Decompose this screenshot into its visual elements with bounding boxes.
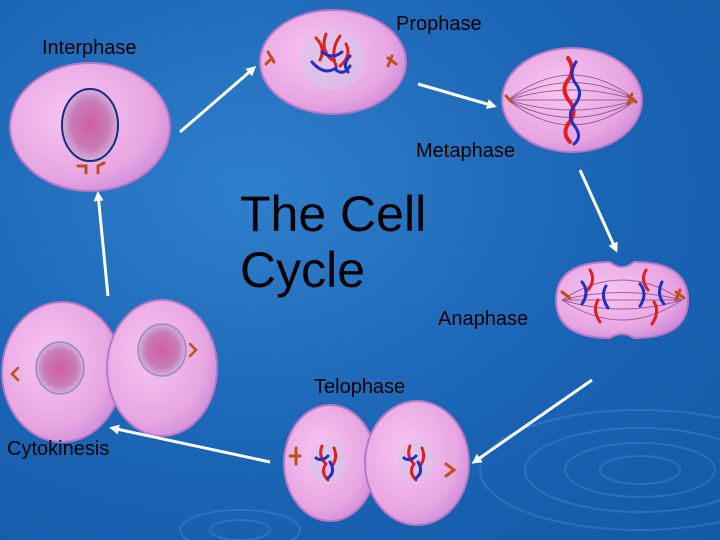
telophase-cell: [283, 400, 470, 526]
title-line-1: The Cell: [240, 186, 427, 242]
arrow-interphase-to-prophase: [179, 66, 257, 134]
arrow-cytokinesis-to-interphase: [93, 191, 110, 297]
arrow-anaphase-to-telophase: [471, 378, 593, 464]
title-line-2: Cycle: [240, 242, 366, 298]
anaphase-cell: [554, 260, 690, 340]
arrow-prophase-to-metaphase: [417, 82, 497, 109]
metaphase-cell: [501, 47, 643, 153]
label-interphase: Interphase: [42, 37, 137, 59]
label-prophase: Prophase: [396, 13, 482, 35]
interphase-cell: [9, 62, 171, 192]
cytokinesis-cells: [1, 299, 218, 443]
arrow-metaphase-to-anaphase: [578, 169, 618, 253]
label-cytokinesis: Cytokinesis: [7, 438, 110, 460]
label-metaphase: Metaphase: [416, 140, 515, 162]
label-anaphase: Anaphase: [438, 308, 529, 330]
prophase-cell: [259, 9, 407, 115]
arrow-telophase-to-cytokinesis: [109, 424, 271, 464]
slide-title: The Cell Cycle: [240, 186, 426, 298]
label-telophase: Telophase: [314, 376, 406, 398]
cycle-arrows: [93, 66, 618, 464]
